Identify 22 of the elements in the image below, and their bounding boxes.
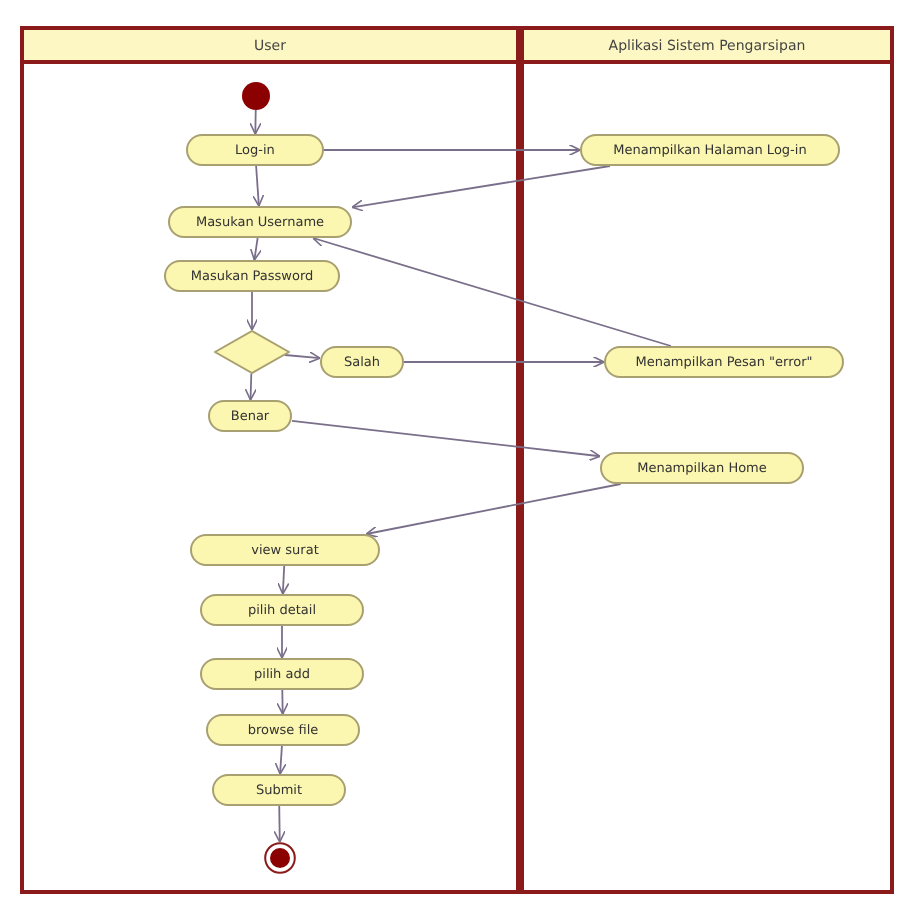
arrow xyxy=(275,625,289,659)
arrow xyxy=(249,237,263,261)
arrow xyxy=(273,805,286,843)
arrow xyxy=(291,419,601,462)
arrow xyxy=(251,165,265,207)
decision-diamond xyxy=(214,330,290,374)
swimlane xyxy=(20,26,520,894)
arrow xyxy=(403,355,605,369)
arrow xyxy=(245,291,259,331)
swimlane xyxy=(520,26,894,894)
arrow xyxy=(249,109,262,135)
arrow xyxy=(277,565,290,595)
arrow xyxy=(351,165,611,212)
arrow xyxy=(283,351,321,364)
arrow xyxy=(365,483,622,538)
final-node xyxy=(264,842,296,874)
arrow xyxy=(276,689,289,715)
arrow xyxy=(274,745,287,775)
arrow xyxy=(312,235,672,347)
arrow xyxy=(323,143,581,157)
arrow xyxy=(244,372,258,401)
initial-node xyxy=(242,82,270,110)
